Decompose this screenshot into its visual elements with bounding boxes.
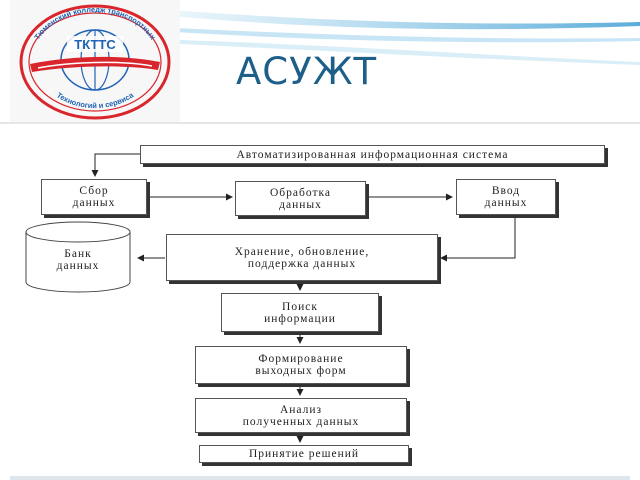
node-process: Обработка данных [235,181,366,216]
node-ais: Автоматизированная информационная систем… [140,145,605,164]
node-analysis: Анализ полученных данных [195,398,407,433]
node-search: Поиск информации [221,293,379,332]
bank-cylinder-shape [25,221,131,293]
node-forms: Формирование выходных форм [195,346,407,384]
node-storage: Хранение, обновление, поддержка данных [166,234,438,281]
node-bank: Банк данных [56,248,100,272]
logo-emblem-text: ТКТТС [74,37,116,52]
college-logo: Тюменский колледж транспортных Технологи… [10,0,180,122]
arrow-ais-to-collect [91,153,140,177]
node-collect: Сбор данных [41,179,147,215]
node-decision: Принятие решений [199,445,409,463]
train-globe-emblem-icon: Тюменский колледж транспортных Технологи… [19,4,171,120]
arrow-input-to-storage [440,216,516,262]
slide-title: АСУЖТ [236,50,378,93]
node-input: Ввод данных [456,179,556,215]
